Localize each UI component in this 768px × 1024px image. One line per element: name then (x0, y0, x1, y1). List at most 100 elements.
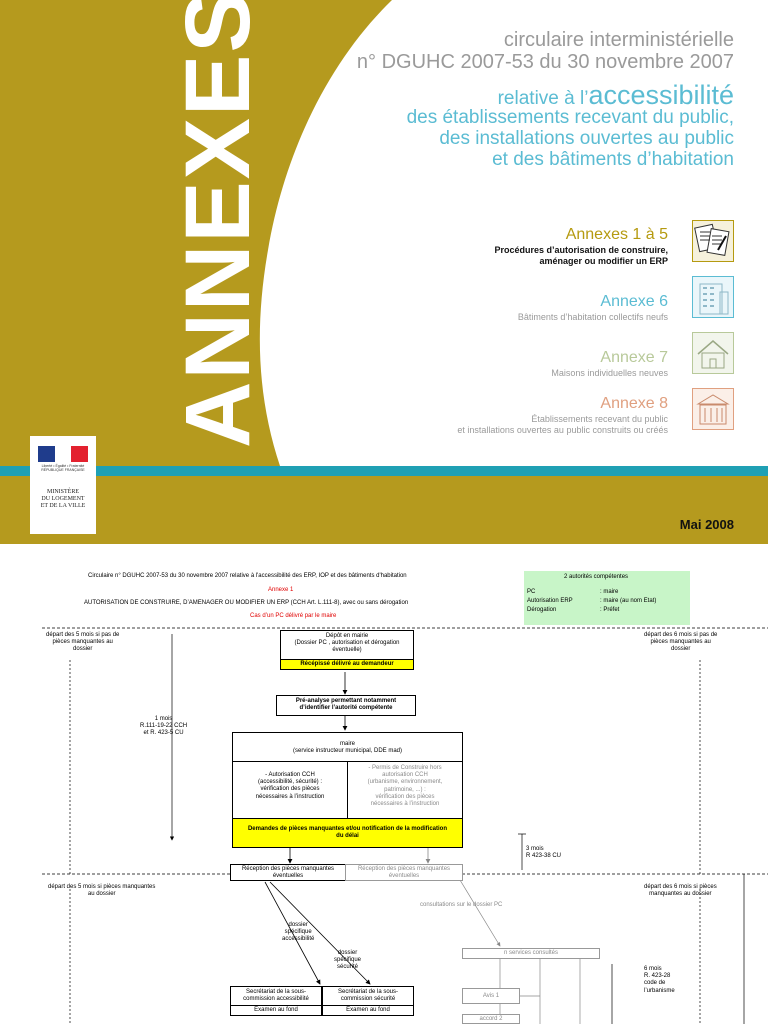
six-months-note: 6 mois R. 423-28 code de l’urbanisme (644, 966, 675, 995)
box-line: nécessaires à l’instruction (233, 794, 347, 801)
note-line: dossier (46, 646, 119, 653)
house-icon (692, 332, 734, 374)
recepisse-box: Récépissé délivré au demandeur (280, 659, 414, 670)
sc-accessibilite-box: Secrétariat de la sous- commission acces… (230, 986, 322, 1006)
annex-subtitle: et installations ouvertes au public cons… (457, 425, 668, 436)
ministry-name: MINISTÈRE DU LOGEMENT ET DE LA VILLE (32, 489, 94, 510)
reception-left-box: Réception des pièces manquantes éventuel… (230, 864, 346, 881)
ministry-line: MINISTÈRE (32, 489, 94, 496)
box-line: du délai (233, 833, 462, 840)
ministry-line: DU LOGEMENT (32, 496, 94, 503)
cover-title-line3-prefix: relative à l’ (498, 88, 589, 109)
box-line: Réception des pièces manquantes (346, 866, 462, 873)
annex-entry-8[interactable]: Annexe 8 Établissements recevant du publ… (457, 395, 668, 436)
depot-box: Dépôt en mairie (Dossier PC , autorisati… (280, 630, 414, 660)
note-line: 6 mois (644, 966, 675, 973)
box-line: éventuelle) (281, 647, 413, 654)
cover-title-line4: des établissements recevant du public, (407, 107, 734, 128)
sc-securite-box: Secrétariat de la sous- commission sécur… (322, 986, 414, 1006)
flowchart-annex-title: Annexe 1 (268, 587, 293, 594)
annex-subtitle: Procédures d’autorisation de construire, (494, 245, 668, 256)
annex-subtitle: Maisons individuelles neuves (551, 368, 668, 379)
note-line: spécifique (282, 929, 314, 936)
annex-subtitle: Bâtiments d’habitation collectifs neufs (518, 312, 668, 323)
annex-entry-6[interactable]: Annexe 6 Bâtiments d’habitation collecti… (518, 293, 668, 323)
box-line: éventuelles (346, 873, 462, 880)
note-line: départ des 6 mois si pièces (644, 884, 717, 891)
french-flag-icon (38, 446, 88, 462)
public-building-icon (692, 388, 734, 430)
box-line: commission sécurité (323, 996, 413, 1003)
accord-box: accord 2 (462, 1014, 520, 1024)
permis-construire-text: - Permis de Construire hors autorisation… (348, 765, 462, 808)
autorisation-cch-box: - Autorisation CCH (accessibilité, sécur… (232, 761, 348, 819)
left-note-mid: départ des 5 mois si pièces manquantes a… (48, 884, 155, 898)
flowchart-header-circulaire: Circulaire n° DGUHC 2007-53 du 30 novemb… (88, 573, 407, 580)
annex-entry-7[interactable]: Annexe 7 Maisons individuelles neuves (551, 349, 668, 379)
annex-title: Annexe 8 (457, 395, 668, 413)
annex-title: Annexe 7 (551, 349, 668, 367)
note-line: R 423-38 CU (526, 853, 561, 860)
permis-construire-box: - Permis de Construire hors autorisation… (347, 761, 463, 819)
authority-value: : Préfet (600, 607, 619, 614)
apartment-building-icon (692, 276, 734, 318)
annex-entry-1-5[interactable]: Annexes 1 à 5 Procédures d’autorisation … (494, 226, 668, 267)
accord-text: accord 2 (463, 1016, 519, 1023)
box-line: vérification des pièces (233, 786, 347, 793)
authority-label: Dérogation (527, 607, 556, 614)
box-line: - Autorisation CCH (233, 772, 347, 779)
autorisation-cch-text: - Autorisation CCH (accessibilité, sécur… (233, 772, 347, 801)
box-line: éventuelles (231, 873, 345, 880)
box-line: Dépôt en mairie (281, 633, 413, 640)
note-line: et R. 423-5 CU (140, 730, 187, 737)
maire-box: maire (service instructeur municipal, DD… (232, 732, 463, 762)
examen-text: Examen au fond (323, 1007, 413, 1014)
preanalyse-box: Pré-analyse permettant notamment d’ident… (276, 695, 416, 716)
avis-text: Avis 1 (463, 993, 519, 1000)
note-line: départ des 6 mois si pas de (644, 632, 717, 639)
cover-title-line2: n° DGUHC 2007-53 du 30 novembre 2007 (357, 51, 734, 74)
annex-subtitle: aménager ou modifier un ERP (494, 256, 668, 267)
cover-page: ANNEXES circulaire interministérielle n°… (0, 0, 768, 544)
box-line: (urbanisme, environnement, (348, 779, 462, 786)
depot-text: Dépôt en mairie (Dossier PC , autorisati… (281, 633, 413, 655)
left-note-top: départ des 5 mois si pas de pièces manqu… (46, 632, 119, 654)
note-line: accessibilité (282, 936, 314, 943)
box-line: patrimoine, ...) : (348, 787, 462, 794)
authority-label: Autorisation ERP (527, 598, 573, 605)
olive-band (0, 476, 768, 544)
documents-checklist-icon (692, 220, 734, 262)
note-line: dossier (334, 950, 361, 957)
republique-francaise-logo: Liberté • Égalité • Fraternité RÉPUBLIQU… (30, 436, 96, 534)
note-line: 1 mois (140, 716, 187, 723)
authorities-box: 2 autorités compétentes PC : maire Autor… (524, 571, 690, 625)
note-line: manquantes au dossier (644, 891, 717, 898)
authority-label: PC (527, 589, 535, 596)
consultations-label: consultations sur le dossier PC (420, 902, 502, 909)
examen-accessibilite-box: Examen au fond (230, 1005, 322, 1016)
note-line: code de (644, 980, 675, 987)
preanalyse-text: Pré-analyse permettant notamment d’ident… (277, 698, 415, 712)
note-line: départ des 5 mois si pas de (46, 632, 119, 639)
box-line: d’identifier l’autorité compétente (277, 705, 415, 712)
flowchart-page: Circulaire n° DGUHC 2007-53 du 30 novemb… (0, 544, 768, 1024)
box-line: nécessaires à l’instruction (348, 801, 462, 808)
sc-securite-text: Secrétariat de la sous- commission sécur… (323, 989, 413, 1003)
cover-title-line1: circulaire interministérielle (504, 29, 734, 52)
authorities-title: 2 autorités compétentes (564, 574, 628, 581)
note-line: dossier (644, 646, 717, 653)
reception-left-text: Réception des pièces manquantes éventuel… (231, 866, 345, 880)
annexes-vertical-title: ANNEXES (172, 0, 264, 448)
box-line: commission accessibilité (231, 996, 321, 1003)
box-line: Réception des pièces manquantes (231, 866, 345, 873)
avis-box: Avis 1 (462, 988, 520, 1004)
demandes-box: Demandes de pièces manquantes et/ou noti… (232, 818, 463, 848)
box-line: - Permis de Construire hors (348, 765, 462, 772)
republic-motto: Liberté • Égalité • Fraternité RÉPUBLIQU… (34, 464, 92, 472)
right-note-top: départ des 6 mois si pas de pièces manqu… (644, 632, 717, 654)
cover-title-accessibilite: accessibilité (588, 80, 734, 110)
box-line: Secrétariat de la sous- (323, 989, 413, 996)
cover-title-line5: des installations ouvertes au public (407, 128, 734, 149)
note-line: départ des 5 mois si pièces manquantes (48, 884, 155, 891)
note-line: spécifique (334, 957, 361, 964)
